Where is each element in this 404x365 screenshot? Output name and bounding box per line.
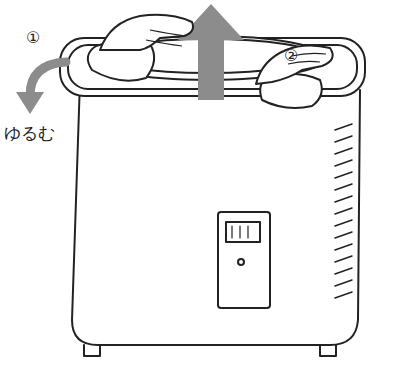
body-outline xyxy=(72,80,360,345)
control-panel xyxy=(218,212,270,308)
action-label: ゆるむ xyxy=(4,122,55,145)
button xyxy=(238,259,244,265)
left-hand xyxy=(100,15,193,50)
right-hand xyxy=(256,45,333,84)
foot xyxy=(84,345,100,356)
callout-number: ① xyxy=(26,28,40,47)
foot xyxy=(320,345,336,356)
callout-number: ② xyxy=(284,46,298,65)
hands-with-cloth xyxy=(88,15,333,108)
side-vents xyxy=(335,124,352,298)
lift-arrow xyxy=(178,4,244,100)
turn-arrow xyxy=(30,62,66,96)
turn-arrow-head xyxy=(16,92,44,114)
display-window xyxy=(226,222,260,242)
